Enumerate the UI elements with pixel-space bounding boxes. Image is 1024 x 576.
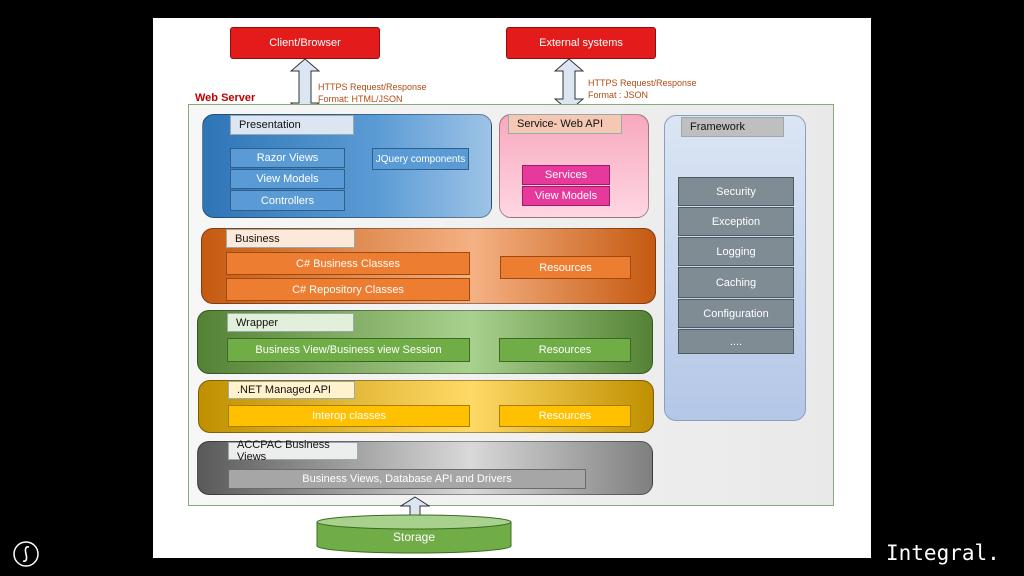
caching-box: Caching: [678, 267, 794, 298]
note-left-line1: HTTPS Request/Response: [318, 82, 427, 92]
jquery-components-box: JQuery components: [372, 148, 469, 170]
business-classes-box: C# Business Classes: [226, 252, 470, 275]
logging-box: Logging: [678, 237, 794, 266]
business-view-session-box: Business View/Business view Session: [227, 338, 470, 362]
note-right-line2: Format : JSON: [588, 90, 649, 100]
business-header: Business: [226, 229, 355, 248]
external-systems-box: External systems: [506, 27, 656, 59]
netapi-resources-box: Resources: [499, 405, 631, 427]
razor-views-box: Razor Views: [230, 148, 345, 168]
accpac-header: ACCPAC Business Views: [228, 439, 358, 463]
ellipsis-box: ....: [678, 329, 794, 354]
brand-text: Integral.: [886, 541, 1000, 565]
view-models-box: View Models: [230, 169, 345, 189]
presentation-header: Presentation: [230, 115, 354, 135]
web-server-label: Web Server: [195, 92, 256, 104]
repository-classes-box: C# Repository Classes: [226, 278, 470, 301]
framework-header: Framework: [681, 117, 784, 137]
business-views-drivers-box: Business Views, Database API and Drivers: [228, 469, 586, 489]
storage-cylinder-icon: [316, 514, 512, 554]
storage-label: Storage: [392, 530, 436, 544]
security-box: Security: [678, 177, 794, 206]
service-header: Service- Web API: [508, 114, 622, 134]
note-left-line2: Format: HTML/JSON: [318, 94, 403, 104]
integral-logo-icon: [13, 541, 39, 567]
client-browser-box: Client/Browser: [230, 27, 380, 59]
business-resources-box: Resources: [500, 256, 631, 279]
netapi-header: .NET Managed API: [228, 381, 355, 399]
exception-box: Exception: [678, 207, 794, 236]
interop-classes-box: Interop classes: [228, 405, 470, 427]
services-box: Services: [522, 165, 610, 185]
note-right-line1: HTTPS Request/Response: [588, 78, 697, 88]
controllers-box: Controllers: [230, 190, 345, 211]
configuration-box: Configuration: [678, 299, 794, 328]
wrapper-resources-box: Resources: [499, 338, 631, 362]
service-view-models-box: View Models: [522, 186, 610, 206]
wrapper-header: Wrapper: [227, 313, 354, 332]
